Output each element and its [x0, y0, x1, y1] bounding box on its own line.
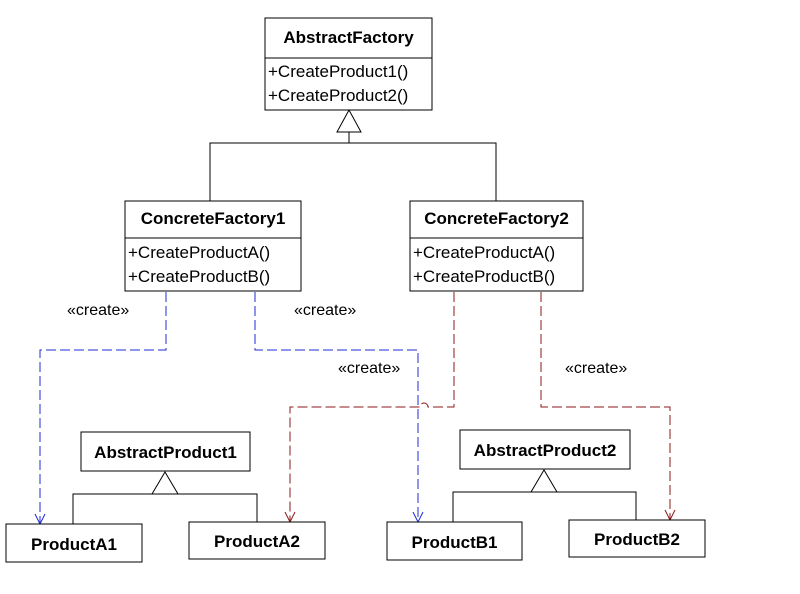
class-method: +CreateProductA(): [128, 243, 270, 262]
class-abstract-factory[interactable]: AbstractFactory +CreateProduct1() +Creat…: [264, 17, 433, 111]
class-product-a1[interactable]: ProductA1: [5, 523, 143, 563]
class-abstract-product2[interactable]: AbstractProduct2: [459, 429, 631, 470]
create-dependency-cf2-b2: [540, 292, 670, 520]
create-stereotype-label: «create»: [338, 360, 400, 377]
create-stereotype-label: «create»: [294, 302, 356, 319]
class-box: [80, 431, 251, 472]
class-product-a2[interactable]: ProductA2: [188, 521, 326, 560]
create-dependency-cf1-a1: [40, 292, 167, 524]
create-dependency-cf2-a2: [290, 292, 455, 522]
class-concrete-factory1[interactable]: ConcreteFactory1 +CreateProductA() +Crea…: [124, 200, 302, 292]
generalization-triangle-icon: [336, 108, 362, 133]
class-abstract-product1[interactable]: AbstractProduct1: [80, 431, 251, 472]
create-stereotype-label: «create»: [565, 360, 627, 377]
class-method: +CreateProduct1(): [268, 62, 408, 81]
class-title: ConcreteFactory2: [424, 209, 569, 228]
class-method: +CreateProduct2(): [268, 86, 408, 105]
class-box: [386, 521, 523, 561]
class-title: ProductB1: [412, 533, 498, 552]
class-box: [5, 523, 143, 563]
class-title: ProductA1: [31, 535, 117, 554]
class-box: [568, 519, 706, 558]
generalization-line-product1: [72, 493, 258, 524]
class-title: AbstractProduct2: [474, 441, 617, 460]
generalization-triangle-icon: [530, 469, 558, 493]
class-method: +CreateProductB(): [128, 267, 270, 286]
class-method: +CreateProductB(): [413, 267, 555, 286]
class-title: AbstractProduct1: [94, 443, 237, 462]
generalization-line-product2: [452, 491, 637, 522]
class-box: [124, 200, 302, 292]
class-title: ConcreteFactory1: [141, 209, 286, 228]
inheritance-product1: [72, 471, 258, 524]
create-stereotype-label: «create»: [67, 302, 129, 319]
class-product-b1[interactable]: ProductB1: [386, 521, 523, 561]
class-box: [188, 521, 326, 560]
class-box: [409, 200, 584, 292]
class-title: ProductB2: [594, 530, 680, 549]
generalization-line-factories: [209, 142, 497, 201]
class-box: [264, 17, 433, 111]
class-title: AbstractFactory: [283, 28, 414, 47]
class-concrete-factory2[interactable]: ConcreteFactory2 +CreateProductA() +Crea…: [409, 200, 584, 292]
inheritance-factories: [209, 108, 497, 201]
class-box: [459, 429, 631, 470]
create-dependency-cf1-b1: [254, 292, 418, 522]
class-method: +CreateProductA(): [413, 243, 555, 262]
class-title: ProductA2: [214, 532, 300, 551]
class-product-b2[interactable]: ProductB2: [568, 519, 706, 558]
generalization-triangle-icon: [151, 471, 179, 495]
inheritance-product2: [452, 469, 637, 522]
